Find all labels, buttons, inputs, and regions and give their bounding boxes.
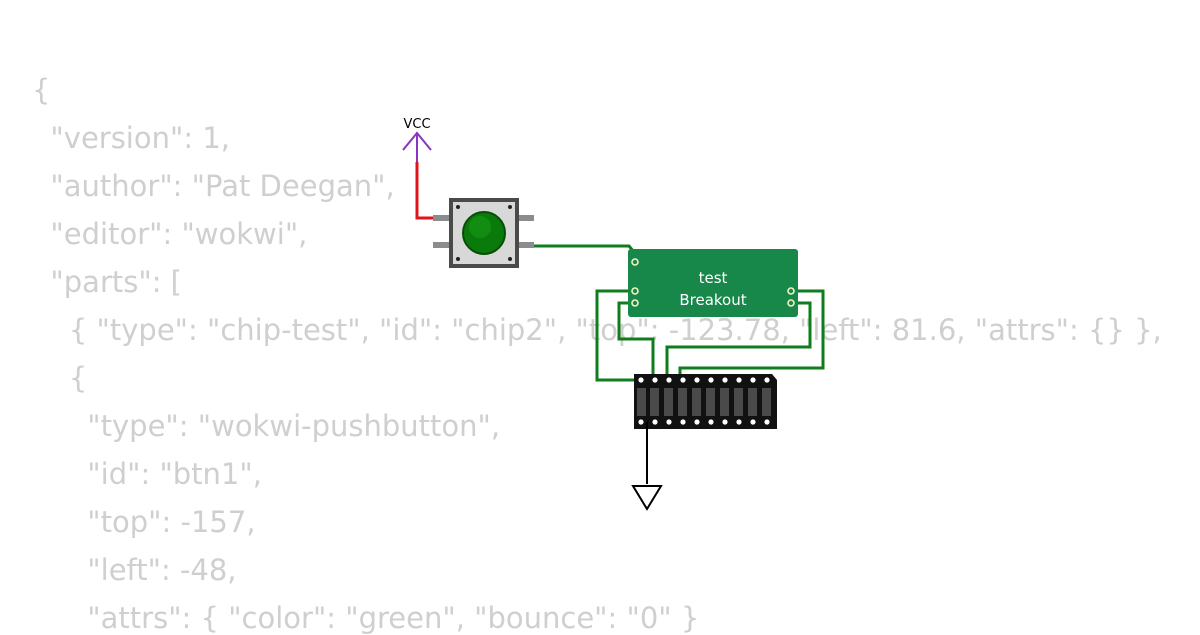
header-pins-bottom bbox=[638, 419, 770, 425]
button-pin bbox=[514, 215, 534, 221]
wire-chip-pin2-to-header[interactable] bbox=[595, 289, 639, 382]
button-cap-highlight bbox=[469, 216, 491, 238]
wire-chip-right2-to-header[interactable] bbox=[665, 301, 812, 380]
button-corner-dot bbox=[456, 257, 460, 261]
button-corner-dot bbox=[456, 205, 460, 209]
button-pin bbox=[514, 242, 534, 248]
code-line: "left": -48, bbox=[32, 553, 237, 587]
code-line: "top": -157, bbox=[32, 505, 256, 539]
button-corner-dot bbox=[508, 257, 512, 261]
code-line: "version": 1, bbox=[32, 121, 230, 155]
button-pin bbox=[433, 215, 453, 221]
wire-chip-pin3-to-header[interactable] bbox=[617, 301, 655, 380]
button-pin bbox=[433, 242, 453, 248]
header-slots bbox=[637, 388, 771, 416]
chip-pin[interactable] bbox=[631, 287, 639, 295]
header-pins-top bbox=[638, 377, 770, 383]
vcc-label: VCC bbox=[403, 117, 430, 132]
code-line: "attrs": { "color": "green", "bounce": "… bbox=[32, 601, 700, 635]
wire-vcc-to-button[interactable] bbox=[415, 162, 437, 220]
code-line: "editor": "wokwi", bbox=[32, 217, 308, 251]
chip-pin[interactable] bbox=[787, 287, 795, 295]
header-switch-bank[interactable] bbox=[634, 374, 777, 429]
wire-button-to-chip[interactable] bbox=[532, 244, 636, 262]
chip-board bbox=[628, 249, 798, 317]
vcc-power-symbol[interactable]: VCC bbox=[402, 117, 432, 162]
code-line: "type": "wokwi-pushbutton", bbox=[32, 409, 501, 443]
chip-label-line2: Breakout bbox=[679, 291, 746, 309]
code-line: "author": "Pat Deegan", bbox=[32, 169, 395, 203]
code-line: { bbox=[32, 361, 88, 395]
chip-pin[interactable] bbox=[787, 299, 795, 307]
chip-test-breakout[interactable]: test Breakout bbox=[628, 249, 798, 317]
chip-pin[interactable] bbox=[631, 258, 639, 266]
chip-pin[interactable] bbox=[631, 299, 639, 307]
pushbutton-btn1[interactable] bbox=[433, 198, 534, 268]
chip-label-line1: test bbox=[699, 269, 728, 287]
ground-icon[interactable] bbox=[631, 485, 663, 511]
code-line: "parts": [ bbox=[32, 265, 182, 299]
code-line: { bbox=[32, 73, 51, 107]
wire-chip-right1-to-header[interactable] bbox=[678, 289, 825, 380]
button-corner-dot bbox=[508, 205, 512, 209]
code-line: "id": "btn1", bbox=[32, 457, 262, 491]
